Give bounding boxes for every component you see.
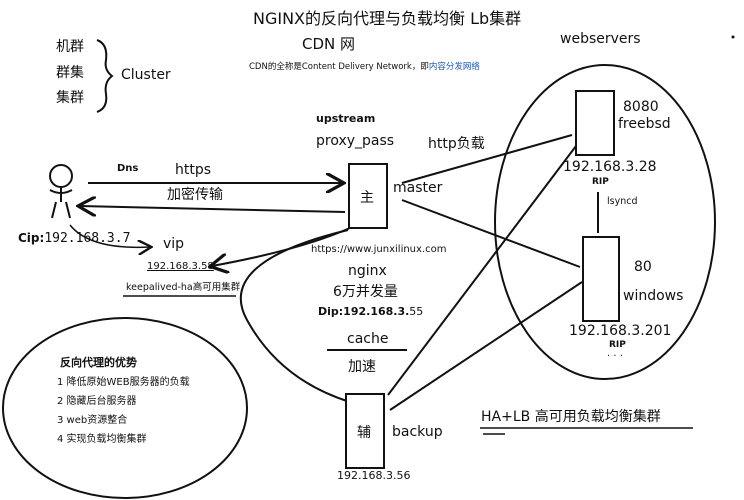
advantages-ellipse (2, 317, 248, 499)
cluster-term-3: 集群 (56, 90, 84, 106)
advantages-title: 反向代理的优势 (60, 356, 137, 369)
server2-more: · · · (607, 351, 623, 362)
server1-ip: 192.168.3.28 (563, 159, 657, 175)
diagram-title: NGINX的反向代理与负载均衡 Lb集群 (253, 9, 522, 28)
advantage-item: 4 实现负载均衡集群 (57, 434, 147, 445)
server1-port: 8080 (623, 99, 659, 115)
webservers-ellipse (494, 64, 716, 380)
vip-label: vip (163, 236, 185, 252)
vip-ip: 192.168.3.58 (147, 261, 214, 272)
master-to-server1 (401, 134, 573, 184)
cdn-note: CDN的全称是Content Delivery Network，即内容分发网络 (249, 63, 480, 72)
keepalived-curve (239, 229, 351, 403)
proxy-pass-label: proxy_pass (316, 133, 395, 149)
cluster-term-1: 机群 (56, 39, 84, 55)
master-char: 主 (360, 190, 374, 206)
master-node[interactable]: 主 (348, 163, 388, 229)
http-lb-label: http负载 (428, 136, 485, 152)
cdn-note-text: CDN的全称是Content Delivery Network，即 (249, 62, 429, 72)
cdn-note-link[interactable]: 内容分发网络 (428, 62, 480, 72)
cip-label: Cip:192.168.3.7 (18, 232, 130, 245)
dip-label-text: Dip:192.168.3. (318, 305, 410, 318)
master-to-server2 (401, 199, 581, 268)
upstream-label: upstream (316, 112, 376, 125)
cdn-heading: CDN 网 (302, 35, 356, 53)
backup-to-server2 (389, 281, 583, 411)
backup-char: 辅 (357, 425, 371, 441)
master-label: master (393, 180, 443, 196)
webservers-label: webservers (560, 31, 641, 47)
backup-node[interactable]: 辅 (345, 393, 385, 469)
nginx-label: nginx (348, 263, 387, 279)
server1-os: freebsd (618, 116, 671, 132)
cip-label-text: Cip: (18, 231, 45, 245)
backup-label: backup (392, 424, 443, 440)
site-url: https://www.junxilinux.com (311, 244, 447, 255)
dip-label: Dip:192.168.3.55 (318, 306, 423, 317)
keepalived-label: keepalived-ha高可用集群 (126, 282, 241, 293)
encrypted-label: 加密传输 (167, 187, 223, 203)
cip-value: 192.168.3.7 (44, 231, 131, 246)
encrypted-arrow (80, 206, 346, 212)
server2-rip: RIP (609, 340, 626, 350)
backup-to-server1 (387, 145, 577, 396)
ha-lb-title: HA+LB 高可用负载均衡集群 (481, 409, 661, 425)
cluster-term-2: 群集 (56, 65, 84, 81)
client-person-icon (49, 164, 73, 219)
advantage-item: 2 隐藏后台服务器 (57, 396, 137, 407)
server2-os: windows (623, 288, 684, 304)
corner-dot (731, 35, 735, 39)
advantage-item: 3 web资源整合 (57, 415, 128, 426)
server1-node[interactable] (575, 90, 615, 156)
https-label: https (175, 162, 212, 178)
advantage-item: 1 降低原始WEB服务器的负载 (57, 377, 190, 388)
server2-port: 80 (634, 259, 652, 275)
vip-arrow (69, 224, 150, 247)
server2-ip: 192.168.3.201 (569, 323, 672, 339)
backup-ip: 192.168.3.56 (337, 469, 411, 482)
lsyncd-label: lsyncd (607, 196, 638, 207)
server2-node[interactable] (582, 236, 620, 322)
cache-label: cache (347, 331, 389, 347)
dns-label: Dns (117, 163, 139, 174)
accelerate-label: 加速 (348, 359, 376, 375)
server1-rip: RIP (592, 177, 609, 187)
cluster-label: Cluster (121, 67, 171, 83)
dip-suffix: 55 (409, 305, 424, 318)
concurrency-label: 6万并发量 (333, 284, 398, 300)
cluster-brace (96, 39, 114, 113)
